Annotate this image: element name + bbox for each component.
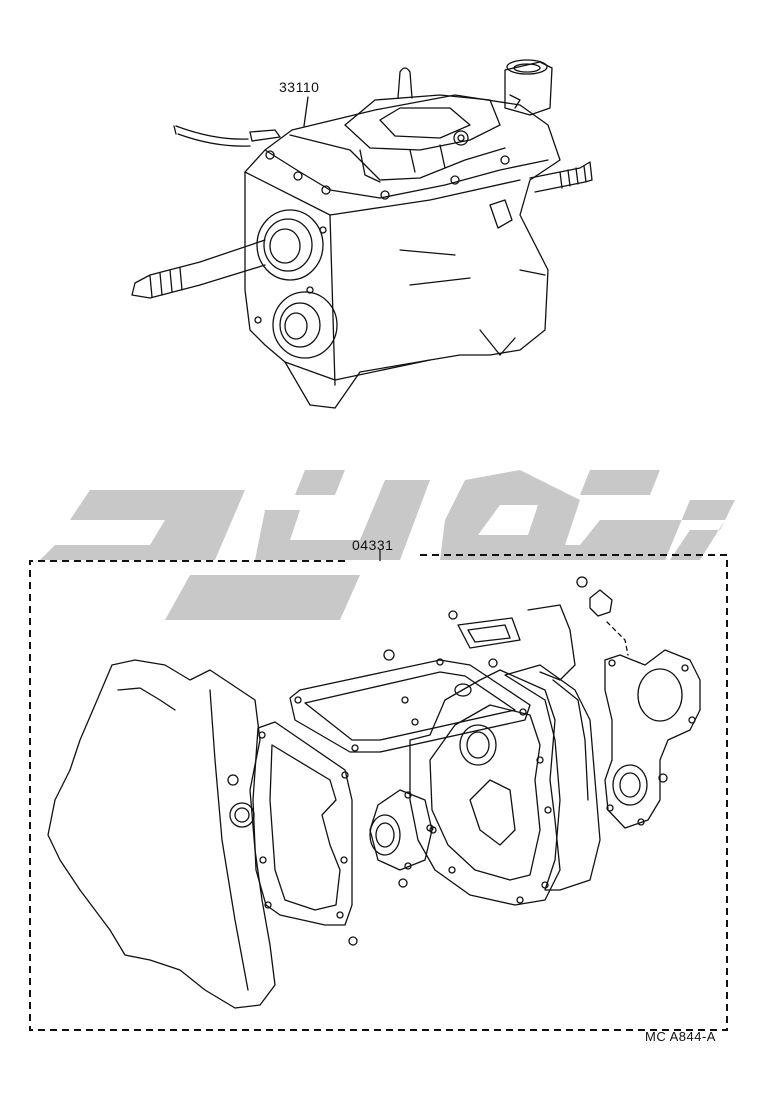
bearing-retainer <box>256 209 324 281</box>
input-shaft <box>131 239 266 299</box>
retainer-outline <box>527 604 576 681</box>
watermark-logo <box>40 470 735 620</box>
rear-housing-gasket <box>504 664 601 891</box>
callout-33110: 33110 <box>279 79 320 95</box>
case-gasket-front <box>252 721 353 926</box>
gasket-kit-group <box>29 549 728 1031</box>
breather-hose <box>175 125 249 140</box>
output-shaft <box>529 161 593 193</box>
cover-gasket <box>289 659 531 753</box>
callout-04331: 04331 <box>352 537 394 553</box>
shift-cover <box>264 149 549 199</box>
retainer-gasket <box>369 789 433 871</box>
main-case <box>244 94 561 409</box>
lift-hook <box>397 67 413 99</box>
illustration-code: MC A844-A <box>645 1029 716 1044</box>
bell-housing <box>47 659 276 1009</box>
plug <box>589 589 613 617</box>
kit-boundary <box>29 554 728 1031</box>
retainer-top-gasket <box>457 617 521 649</box>
leader-33110 <box>303 96 309 127</box>
transmission-assembly <box>131 59 593 409</box>
extension-gasket <box>409 669 561 906</box>
rear-flange-gasket <box>604 649 701 829</box>
countershaft-cover <box>272 291 338 359</box>
oil-seal-center <box>459 724 497 766</box>
o-ring <box>576 576 588 588</box>
